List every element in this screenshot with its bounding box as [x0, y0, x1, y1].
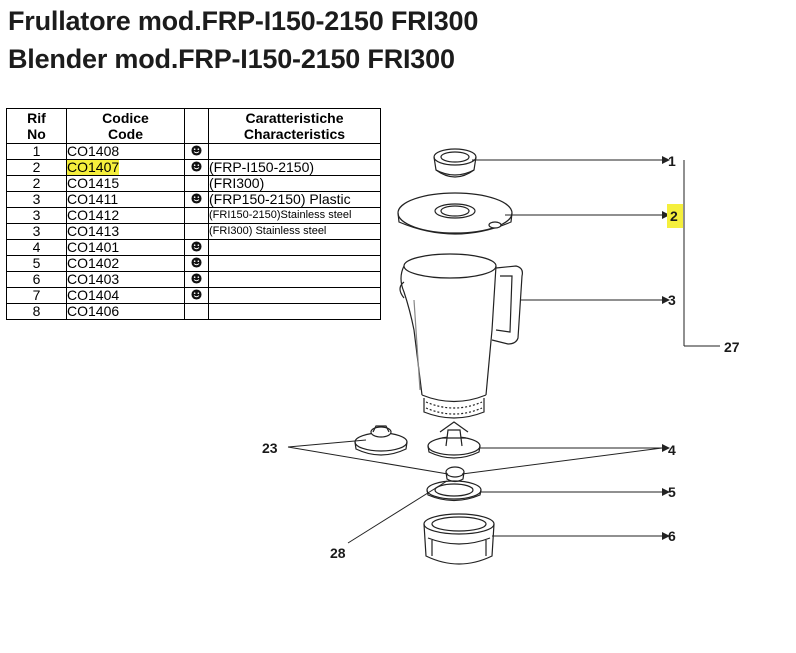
- row-code-text: CO1412: [67, 207, 120, 223]
- row-code: CO1415: [66, 175, 185, 192]
- row-code-text: CO1407: [67, 159, 120, 175]
- row-code: CO1407: [66, 159, 185, 176]
- callout-2: 2: [670, 208, 678, 224]
- callout-28: 28: [330, 545, 346, 561]
- callout-5: 5: [668, 484, 676, 500]
- part-jug: [399, 253, 523, 419]
- leader-lines: [287, 159, 720, 544]
- callout-27: 27: [724, 339, 740, 355]
- row-code-text: CO1415: [67, 175, 120, 191]
- row-characteristics: (FRI300): [208, 175, 381, 192]
- callout-6: 6: [668, 528, 676, 544]
- row-code-text: CO1408: [67, 143, 120, 159]
- smiley-face-icon: [191, 257, 202, 271]
- part-ring-gasket: [426, 480, 482, 502]
- page-title-english: Blender mod.FRP-I150-2150 FRI300: [8, 44, 455, 74]
- arrow-heads: [662, 156, 670, 540]
- part-base: [423, 513, 495, 565]
- row-code-text: CO1404: [67, 287, 120, 303]
- row-mark: [184, 271, 209, 288]
- page-title-italian: Frullatore mod.FRP-I150-2150 FRI300: [8, 6, 479, 36]
- smiley-face-icon: [191, 241, 202, 255]
- callout-4: 4: [668, 442, 676, 458]
- part-coupler: [445, 466, 465, 483]
- row-code-text: CO1401: [67, 239, 120, 255]
- callout-2-highlight: [667, 204, 683, 228]
- smiley-face-icon: [191, 289, 202, 303]
- row-code: CO1408: [66, 143, 185, 160]
- row-characteristics: [208, 303, 381, 320]
- smiley-face-icon: [191, 273, 202, 287]
- callout-23: 23: [262, 440, 278, 456]
- row-characteristics: (FRP-I150-2150): [208, 159, 381, 176]
- row-code-text: CO1402: [67, 255, 120, 271]
- row-code-text: CO1406: [67, 303, 120, 319]
- callout-3: 3: [668, 292, 676, 308]
- row-code: CO1406: [66, 303, 185, 320]
- part-cap: [433, 148, 477, 178]
- row-characteristics: (FRI300) Stainless steel: [208, 223, 381, 240]
- part-lid: [397, 192, 513, 235]
- row-code-text: CO1411: [67, 191, 119, 207]
- part-spare-blade: [354, 425, 408, 456]
- row-code-text: CO1413: [67, 223, 120, 239]
- smiley-face-icon: [191, 145, 202, 159]
- smiley-face-icon: [191, 161, 202, 175]
- row-mark: [184, 191, 209, 208]
- smiley-face-icon: [191, 193, 202, 207]
- callout-1: 1: [668, 153, 676, 169]
- row-code-text: CO1403: [67, 271, 120, 287]
- part-blade-assembly: [427, 421, 481, 459]
- row-characteristics: (FRP150-2150) Plastic: [208, 191, 381, 208]
